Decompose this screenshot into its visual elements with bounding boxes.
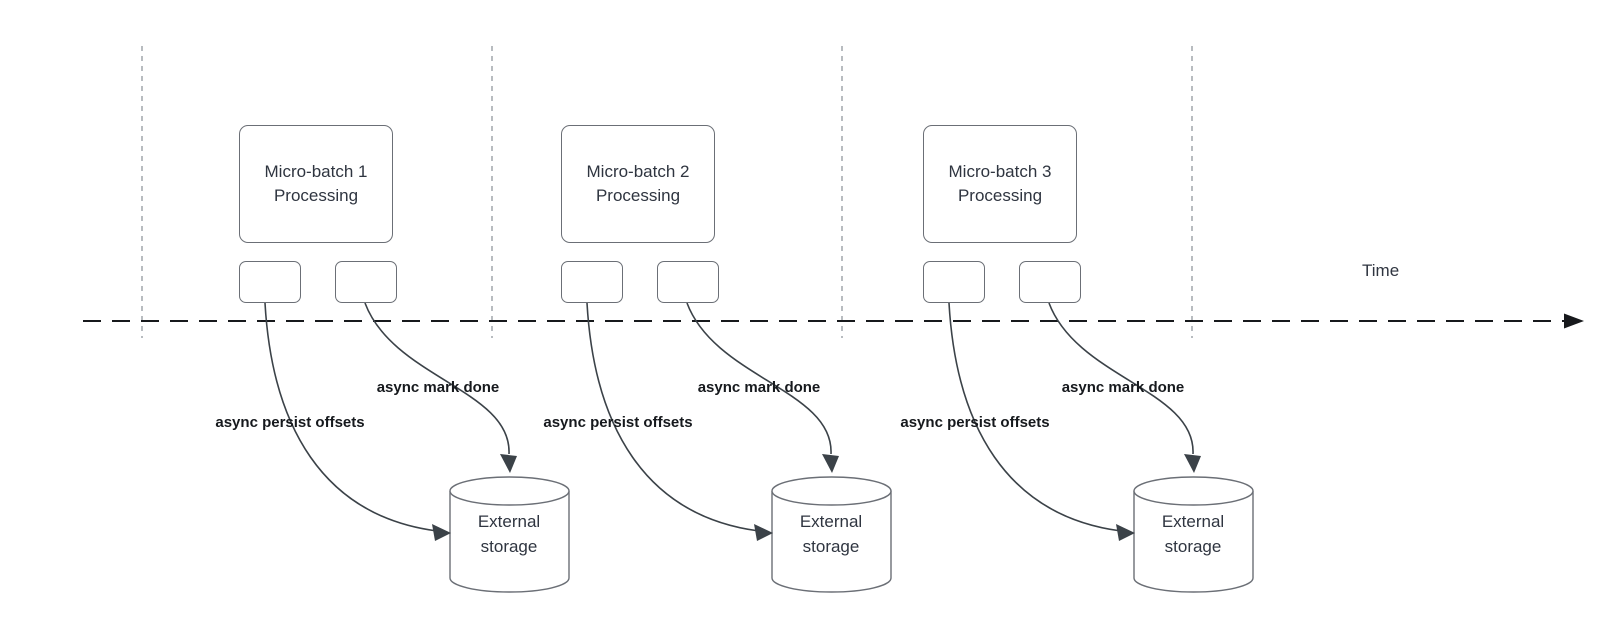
external-storage-label-2: External storage [799,512,863,556]
mark-done-arrow-3 [1048,302,1194,455]
micro-batch-2-offset-box [561,261,623,303]
micro-batch-1-offset-box [239,261,301,303]
micro-batch-1-box: Micro-batch 1 Processing [239,125,393,243]
persist-offsets-label-1: async persist offsets [215,414,365,431]
micro-batch-2-title: Micro-batch 2 Processing [586,162,690,205]
time-axis-arrowhead-icon [1564,313,1584,329]
mark-done-arrow-1 [364,302,510,455]
external-storage-label-1: External storage [477,512,541,556]
persist-offsets-label-3: async persist offsets [900,414,1050,431]
external-storage-cylinder-3 [1133,491,1254,593]
micro-batch-2-done-box [657,261,719,303]
external-storage-label-3: External storage [1161,512,1225,556]
mark-done-arrowhead-3-icon [1184,454,1201,473]
persist-offsets-arrowhead-3-icon [1116,524,1135,541]
mark-done-label-2: async mark done [697,379,821,396]
persist-offsets-arrowhead-1-icon [432,524,451,541]
micro-batch-2-box: Micro-batch 2 Processing [561,125,715,243]
mark-done-label-3: async mark done [1061,379,1185,396]
mark-done-arrow-2 [686,302,832,455]
persist-offsets-arrow-1 [264,302,438,532]
mark-done-label-1: async mark done [376,379,500,396]
mark-done-arrowhead-1-icon [500,454,517,473]
micro-batch-1-title: Micro-batch 1 Processing [264,162,368,205]
micro-batch-3-box: Micro-batch 3 Processing [923,125,1077,243]
external-storage-cylinder-2 [771,491,892,593]
time-axis-label: Time [1362,261,1400,280]
persist-offsets-arrow-2 [586,302,760,532]
micro-batch-3-title: Micro-batch 3 Processing [948,162,1052,205]
persist-offsets-arrowhead-2-icon [754,524,773,541]
external-storage-cylinder-3-top [1133,476,1254,506]
micro-batch-3-offset-box [923,261,985,303]
mark-done-arrowhead-2-icon [822,454,839,473]
external-storage-cylinder-1-top [449,476,570,506]
micro-batch-3-done-box [1019,261,1081,303]
external-storage-cylinder-1 [449,491,570,593]
micro-batch-1-done-box [335,261,397,303]
persist-offsets-arrow-3 [948,302,1122,532]
persist-offsets-label-2: async persist offsets [543,414,693,431]
external-storage-cylinder-2-top [771,476,892,506]
